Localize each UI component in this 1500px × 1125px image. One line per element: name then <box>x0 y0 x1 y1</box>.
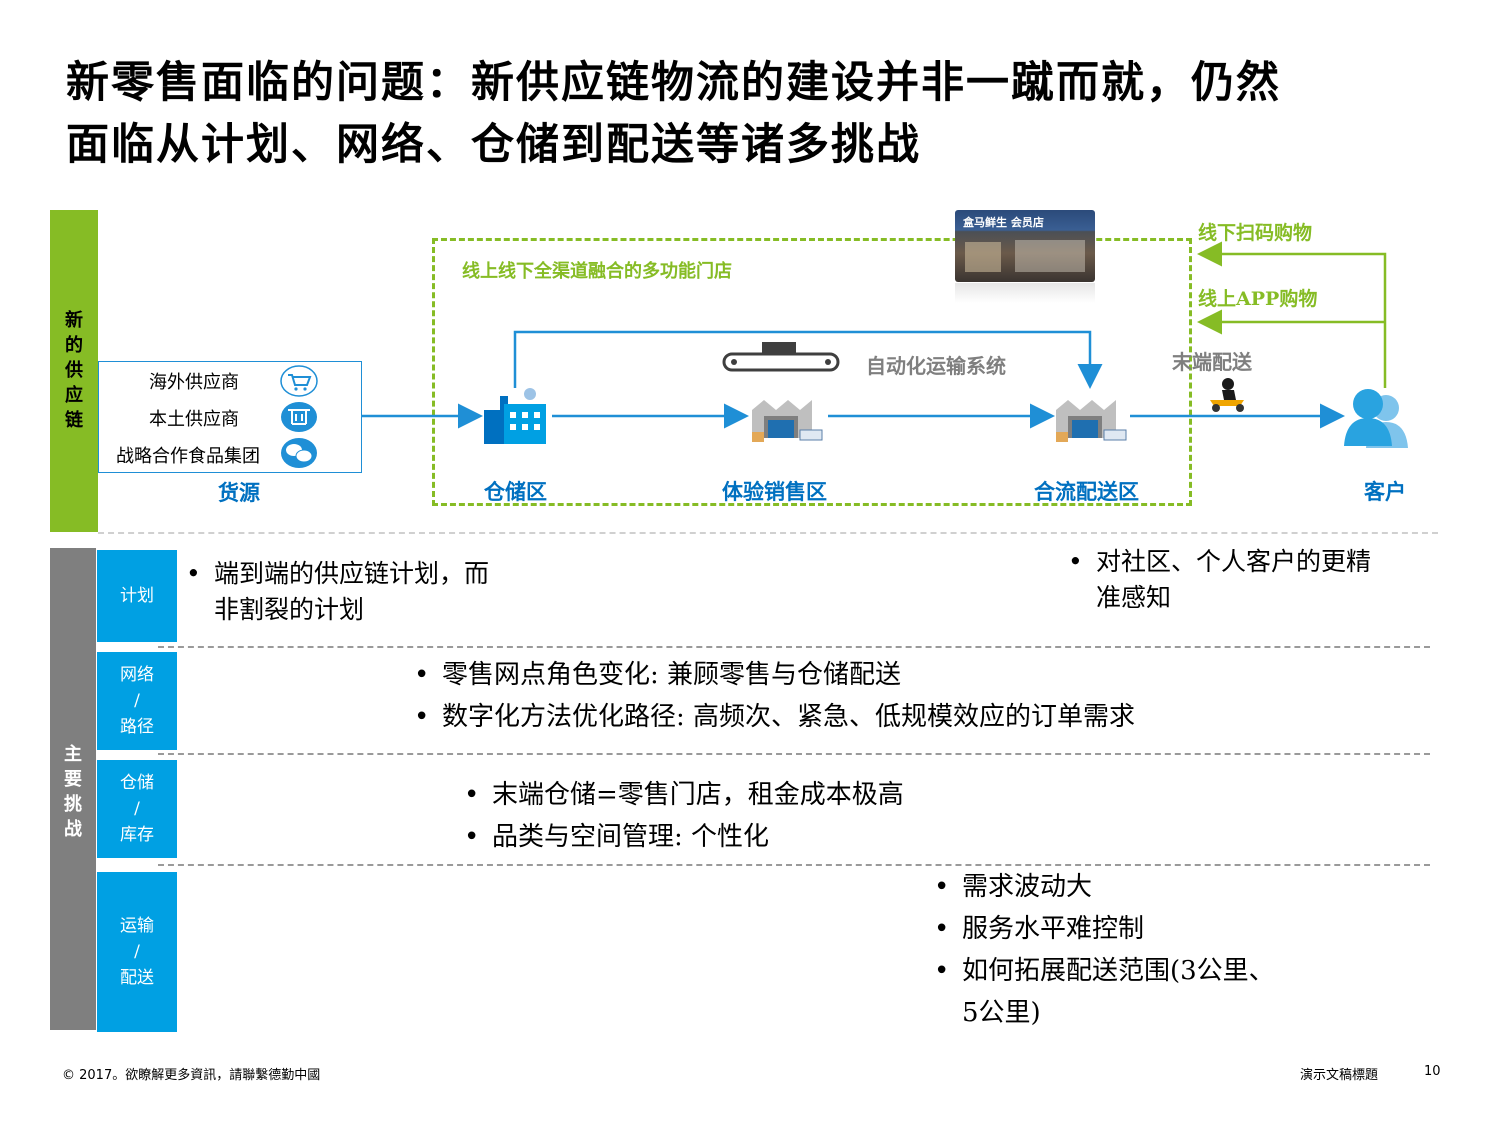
bullet-dot: • <box>414 660 430 690</box>
plan-right-line-2: 准感知 <box>1096 583 1172 612</box>
section-divider <box>98 532 1438 534</box>
page-title: 新零售面临的问题：新供应链物流的建设并非一蹴而就，仍然 面临从计划、网络、仓储到… <box>66 52 1466 176</box>
main-challenges-label: 主要挑战 <box>50 742 96 842</box>
plan-bullet-left: • 端到端的供应链计划，而 非割裂的计划 <box>186 556 489 628</box>
bullet-dot: • <box>1068 547 1083 576</box>
category-transport-line-1: 运输 <box>120 916 154 936</box>
network-bullet-2: 数字化方法优化路径: 高频次、紧急、低规模效应的订单需求 <box>442 702 1136 732</box>
storage-bullet-1: 末端仓储=零售门店，租金成本极高 <box>492 780 904 810</box>
row-divider-1 <box>158 646 1430 648</box>
bullet-dot: • <box>186 559 201 588</box>
footer-page-number: 10 <box>1424 1064 1441 1079</box>
transport-bullet-2: 服务水平难控制 <box>962 914 1145 944</box>
bullet-dot: • <box>464 780 480 810</box>
category-storage-line-1: 仓储 <box>120 773 154 793</box>
storage-bullets: • 末端仓储=零售门店，租金成本极高 • 品类与空间管理: 个性化 <box>464 774 904 858</box>
new-supply-chain-label: 新的供应链 <box>50 308 98 433</box>
factory-icon <box>484 388 546 444</box>
online-app-label: 线上APP购物 <box>1198 288 1318 310</box>
category-storage-line-2: / <box>134 799 140 819</box>
category-transport-line-3: 配送 <box>120 968 154 988</box>
category-storage-line-3: 库存 <box>120 825 154 845</box>
plan-left-line-1: 端到端的供应链计划，而 <box>214 559 490 588</box>
source-overseas: 海外供应商 <box>149 372 239 393</box>
category-network-line-2: / <box>134 691 140 711</box>
transport-bullet-1: 需求波动大 <box>962 872 1093 902</box>
plan-bullet-right: • 对社区、个人客户的更精 准感知 <box>1068 544 1371 616</box>
offline-scan-label: 线下扫码购物 <box>1198 222 1313 244</box>
bullet-dot: • <box>934 956 950 986</box>
category-plan: 计划 <box>97 550 177 642</box>
row-divider-2 <box>158 753 1430 755</box>
merchant-icon <box>281 402 317 432</box>
customer-label: 客户 <box>1364 479 1406 504</box>
transport-bullet-3-cont: 5公里) <box>962 998 1041 1028</box>
transport-bullet-3: 如何拓展配送范围(3公里、 <box>962 956 1275 986</box>
arrow-offline-scan <box>1197 241 1387 388</box>
network-bullets: • 零售网点角色变化: 兼顾零售与仓储配送 • 数字化方法优化路径: 高频次、紧急、… <box>414 654 1135 738</box>
warehouse-label: 仓储区 <box>484 479 547 504</box>
experience-label: 体验销售区 <box>722 479 827 504</box>
source-domestic: 本土供应商 <box>149 409 239 430</box>
plan-left-line-2: 非割裂的计划 <box>214 595 365 624</box>
partner-icon <box>281 438 317 468</box>
sources-box: 海外供应商 本土供应商 战略合作食品集团 <box>98 361 362 473</box>
sources-label: 货源 <box>218 480 260 505</box>
conveyor-icon <box>722 342 840 372</box>
transport-bullets: • 需求波动大 • 服务水平难控制 • 如何拓展配送范围(3公里、 5公里) <box>934 866 1275 1034</box>
dispatch-store-icon <box>1056 400 1127 442</box>
title-line-1: 新零售面临的问题：新供应链物流的建设并非一蹴而就，仍然 <box>66 58 1281 108</box>
store-box-label: 线上线下全渠道融合的多功能门店 <box>462 261 732 282</box>
store-box <box>432 238 1192 506</box>
category-network-line-3: 路径 <box>120 717 154 737</box>
auto-transport-label: 自动化运输系统 <box>866 354 1006 378</box>
new-supply-chain-bar: 新的供应链 <box>50 210 98 532</box>
title-line-2: 面临从计划、网络、仓储到配送等诸多挑战 <box>66 120 921 170</box>
category-transport-line-2: / <box>134 942 140 962</box>
last-mile-label: 末端配送 <box>1172 350 1252 374</box>
experience-store-icon <box>752 400 823 442</box>
row-divider-3 <box>158 864 1430 866</box>
footer-copyright: © 2017。欲瞭解更多資訊，請聯繫德勤中國 <box>62 1068 321 1083</box>
plan-right-line-1: 对社区、个人客户的更精 <box>1096 547 1372 576</box>
store-photo-reflection <box>955 283 1095 303</box>
flow-diagram <box>362 241 1408 448</box>
storage-bullet-2: 品类与空间管理: 个性化 <box>492 822 770 852</box>
store-photo-caption: 盒马鲜生 会员店 <box>963 216 1044 229</box>
customer-icon <box>1344 389 1408 448</box>
bullet-dot: • <box>934 872 950 902</box>
category-network-line-1: 网络 <box>120 665 154 685</box>
footer-deck-title: 演示文稿標題 <box>1300 1068 1379 1083</box>
new-supply-chain-text: 新的供应链 <box>65 310 83 431</box>
dispatch-label: 合流配送区 <box>1034 479 1139 504</box>
cart-icon <box>280 365 318 397</box>
source-strategic: 战略合作食品集团 <box>116 446 260 467</box>
store-photo: 盒马鲜生 会员店 <box>955 210 1095 282</box>
category-network: 网络 / 路径 <box>97 652 177 750</box>
arrow-auto-transport <box>513 330 1103 389</box>
network-bullet-1: 零售网点角色变化: 兼顾零售与仓储配送 <box>442 660 902 690</box>
bullet-dot: • <box>414 702 430 732</box>
main-challenges-text: 主要挑战 <box>64 744 82 840</box>
scooter-icon <box>1210 378 1244 412</box>
category-transport: 运输 / 配送 <box>97 872 177 1032</box>
bullet-dot: • <box>464 822 480 852</box>
main-challenges-bar: 主要挑战 <box>50 548 96 1030</box>
category-storage: 仓储 / 库存 <box>97 760 177 858</box>
bullet-dot: • <box>934 914 950 944</box>
category-plan-text: 计划 <box>120 586 154 606</box>
